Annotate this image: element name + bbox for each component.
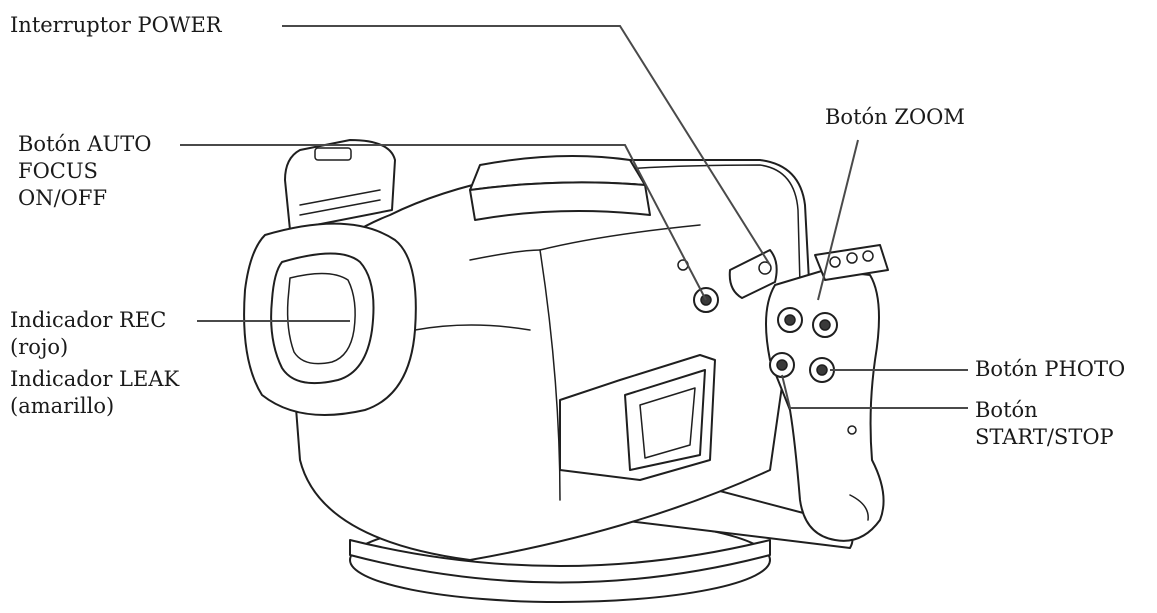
label-zoom-button: Botón ZOOM [825, 104, 965, 131]
label-photo-button: Botón PHOTO [975, 356, 1125, 383]
rear-mount [285, 140, 395, 230]
label-rec-line1: Indicador REC [10, 307, 166, 334]
label-leak-line2: (amarillo) [10, 393, 114, 420]
hand-grip [766, 245, 888, 541]
label-power-switch: Interruptor POWER [10, 12, 222, 39]
label-leak-line1: Indicador LEAK [10, 366, 179, 393]
top-handle [470, 156, 650, 220]
label-startstop-line1: Botón [975, 397, 1038, 424]
label-startstop-line2: START/STOP [975, 424, 1114, 451]
label-autofocus-line3: ON/OFF [18, 185, 107, 212]
label-autofocus-line1: Botón AUTO [18, 131, 151, 158]
label-rec-line2: (rojo) [10, 334, 68, 361]
label-autofocus-line2: FOCUS [18, 158, 98, 185]
